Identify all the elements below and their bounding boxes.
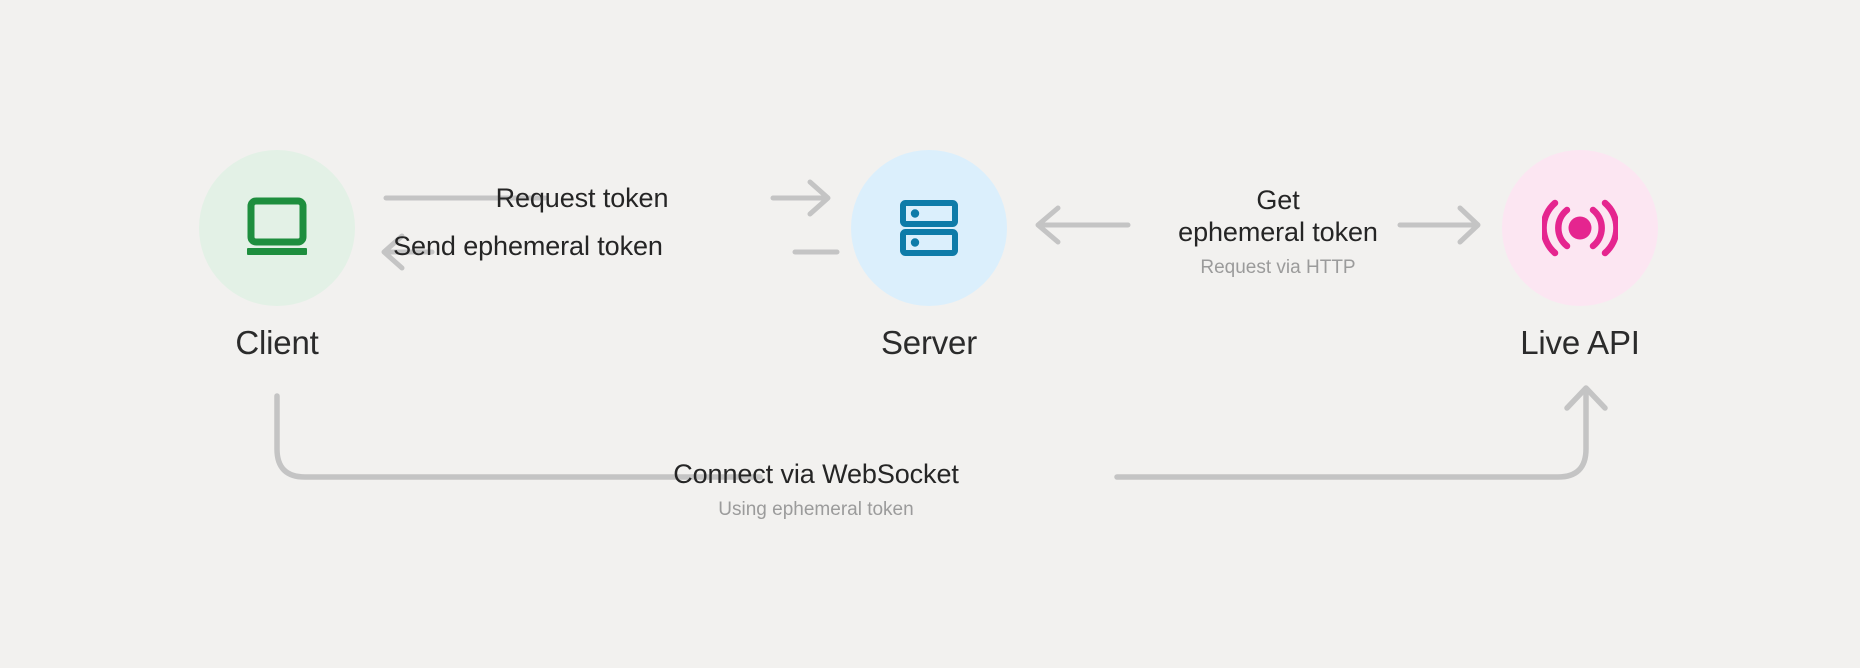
edge-label-send-ephemeral-token-text: Send ephemeral token [393, 231, 663, 261]
edge-label-request-token: Request token [462, 183, 702, 215]
server-circle [851, 150, 1007, 306]
edge-label-request-token-text: Request token [495, 183, 669, 213]
node-label-server: Server [881, 324, 977, 361]
node-label-client: Client [235, 324, 319, 361]
edge-label-connect-websocket-text: Connect via WebSocket [673, 459, 959, 489]
edge-sublabel-using-ephemeral-token: Using ephemeral token [718, 498, 914, 520]
live-api-circle [1502, 150, 1658, 306]
edge-label-get-ephemeral-token-line1: Get [1256, 185, 1300, 215]
edge-label-get-ephemeral-token-line2: ephemeral token [1178, 216, 1378, 247]
laptop-icon [247, 197, 307, 255]
edge-label-send-ephemeral-token: Send ephemeral token [368, 231, 688, 263]
node-live-api[interactable]: Live API [1480, 150, 1680, 359]
broadcast-signal-icon [1542, 199, 1618, 257]
node-client[interactable]: Client [177, 150, 377, 359]
connector-get-token-right [1397, 205, 1481, 245]
edge-label-connect-websocket: Connect via WebSocket Using ephemeral to… [646, 459, 986, 521]
server-rack-icon [900, 200, 958, 256]
connector-get-token-left [1035, 205, 1131, 245]
edge-label-get-ephemeral-token: Get ephemeral token Request via HTTP [1158, 185, 1398, 279]
node-label-live-api: Live API [1520, 324, 1640, 361]
edge-sublabel-request-via-http: Request via HTTP [1200, 256, 1356, 278]
client-circle [199, 150, 355, 306]
node-server[interactable]: Server [829, 150, 1029, 359]
